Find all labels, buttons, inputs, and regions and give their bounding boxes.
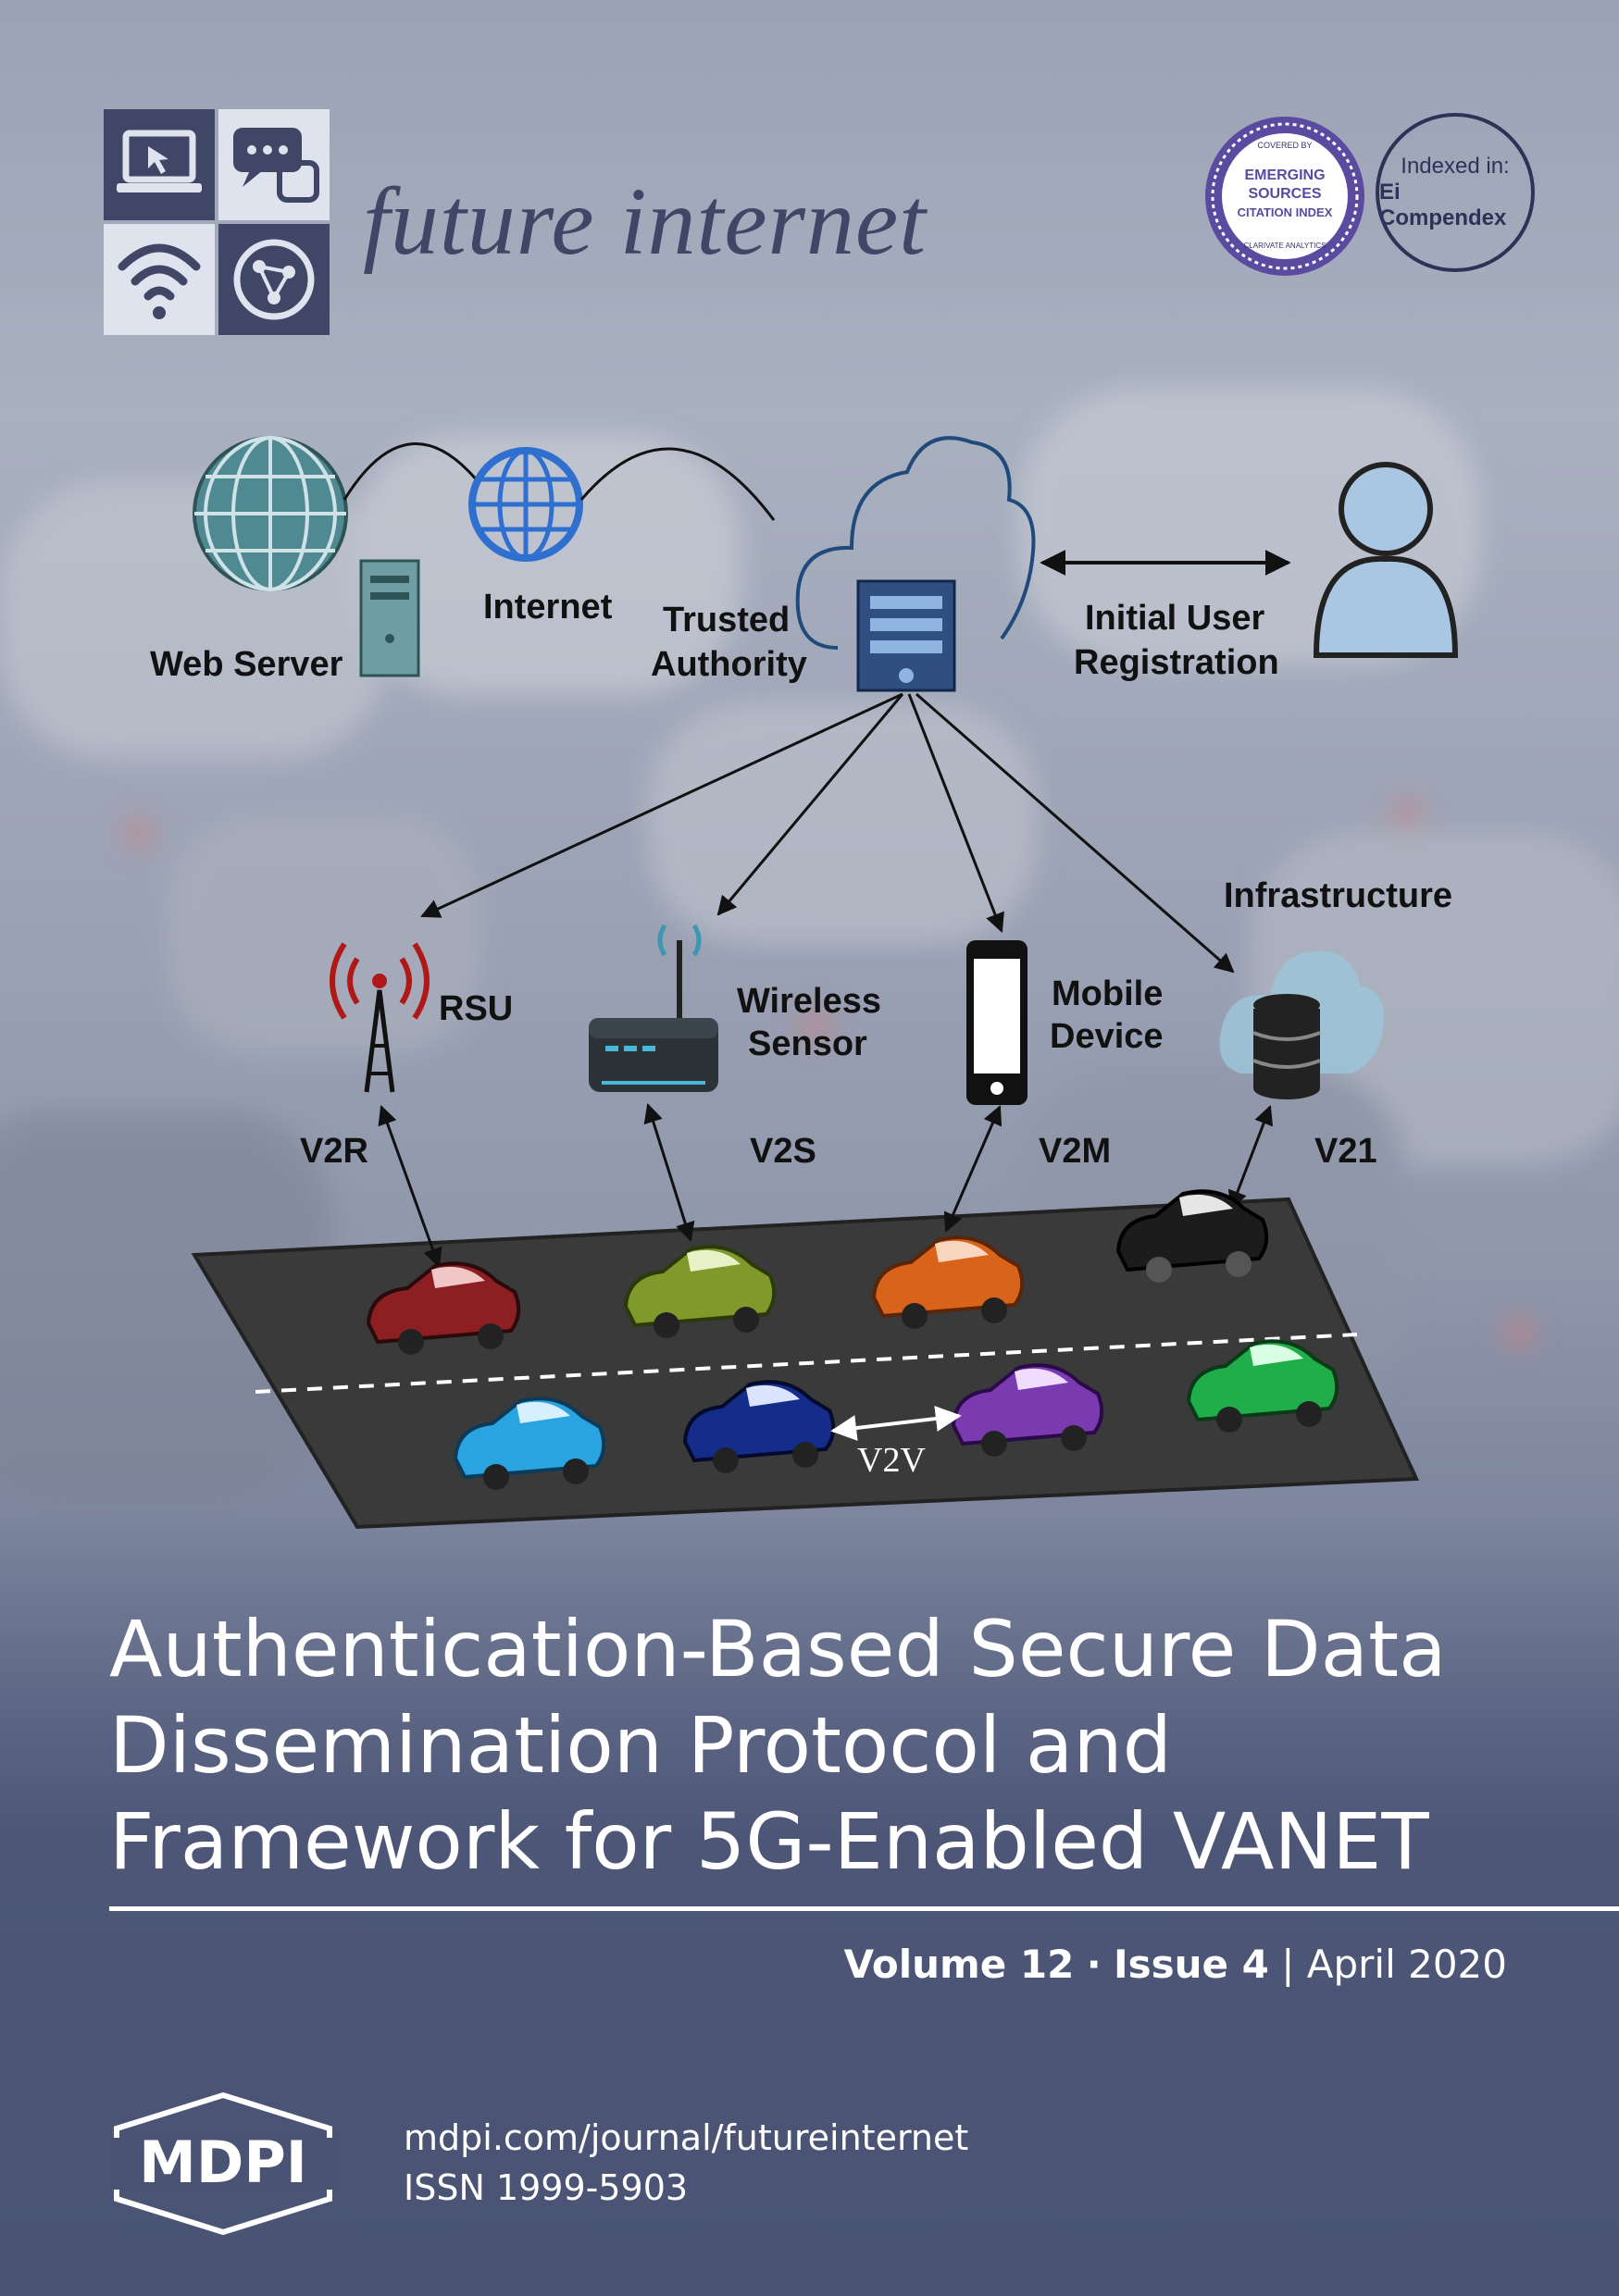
mdpi-logo: MDPI xyxy=(111,2091,335,2236)
car-icon-bright-green xyxy=(1186,1339,1339,1433)
car-icon-green xyxy=(623,1245,777,1338)
server-tower-icon xyxy=(359,559,420,677)
cloud-server-icon xyxy=(795,436,1036,692)
article-title-line3: Framework for 5G-Enabled VANET xyxy=(109,1796,1429,1887)
article-title-line2: Dissemination Protocol and xyxy=(109,1700,1172,1791)
journal-url[interactable]: mdpi.com/journal/futureinternet xyxy=(404,2117,969,2158)
v2i-label: V21 xyxy=(1314,1132,1377,1171)
web-server-label: Web Server xyxy=(150,645,343,684)
esci-badge: COVERED BY EMERGING SOURCES CITATION IND… xyxy=(1205,117,1364,276)
car-icon-orange xyxy=(871,1235,1025,1329)
car-icon-cyan xyxy=(453,1396,606,1490)
v2m-label: V2M xyxy=(1039,1132,1111,1171)
mobile-label-1: Mobile xyxy=(1052,974,1163,1013)
title-divider xyxy=(109,1906,1619,1911)
esci-line3: CITATION INDEX xyxy=(1238,205,1333,219)
user-icon xyxy=(1313,462,1459,658)
car-icon-purple xyxy=(951,1363,1104,1457)
wireless-label-1: Wireless xyxy=(737,982,881,1021)
esci-line1: EMERGING xyxy=(1244,168,1325,183)
ei-badge-line1: Indexed in: xyxy=(1401,154,1510,179)
mobile-label-2: Device xyxy=(1050,1017,1164,1056)
article-title-line1: Authentication-Based Secure Data xyxy=(109,1604,1447,1694)
initial-user-label-2: Registration xyxy=(1074,643,1279,682)
car-icon-black xyxy=(1115,1189,1269,1283)
v2s-label: V2S xyxy=(750,1132,816,1171)
trusted-authority-label-1: Trusted xyxy=(663,601,790,639)
database-cloud-icon xyxy=(1219,950,1384,1099)
esci-bottom-text: CLARIVATE ANALYTICS xyxy=(1244,242,1326,250)
car-icon-red xyxy=(366,1261,521,1355)
issue-separator: · xyxy=(1086,1942,1102,1987)
issn-text: ISSN 1999-5903 xyxy=(404,2167,689,2208)
web-server-globe-icon xyxy=(193,436,348,591)
issue-text: Issue 4 xyxy=(1114,1942,1269,1987)
internet-globe-icon xyxy=(468,447,583,562)
esci-top-text: COVERED BY xyxy=(1257,141,1312,150)
mdpi-logo-text: MDPI xyxy=(139,2128,307,2196)
v2v-label: V2V xyxy=(857,1441,926,1480)
journal-title: future internet xyxy=(363,168,928,275)
issue-date: April 2020 xyxy=(1306,1942,1507,1987)
issue-info: Volume 12 · Issue 4 | April 2020 xyxy=(833,1942,1507,1987)
ei-badge-line2: Ei Compendex xyxy=(1379,180,1507,230)
internet-label: Internet xyxy=(483,588,613,627)
vanet-diagram: Web Server Internet Trusted Authority xyxy=(150,436,1459,1530)
journal-logo-icon xyxy=(104,109,330,335)
mobile-device-icon xyxy=(966,940,1027,1105)
rsu-tower-icon xyxy=(330,942,430,1093)
v2r-label: V2R xyxy=(300,1132,368,1171)
rsu-label: RSU xyxy=(439,989,513,1028)
initial-user-label-1: Initial User xyxy=(1085,599,1264,638)
trusted-authority-label-2: Authority xyxy=(651,645,807,684)
wireless-sensor-icon xyxy=(589,924,718,1092)
article-title: Authentication-Based Secure Data Dissemi… xyxy=(109,1601,1535,1890)
ei-compendex-badge: Indexed in: Ei Compendex xyxy=(1376,113,1535,272)
wireless-label-2: Sensor xyxy=(748,1024,867,1063)
volume-text: Volume 12 xyxy=(843,1942,1075,1987)
esci-line2: SOURCES xyxy=(1248,186,1321,202)
issue-divider: | xyxy=(1281,1942,1295,1987)
infrastructure-label: Infrastructure xyxy=(1224,876,1452,915)
